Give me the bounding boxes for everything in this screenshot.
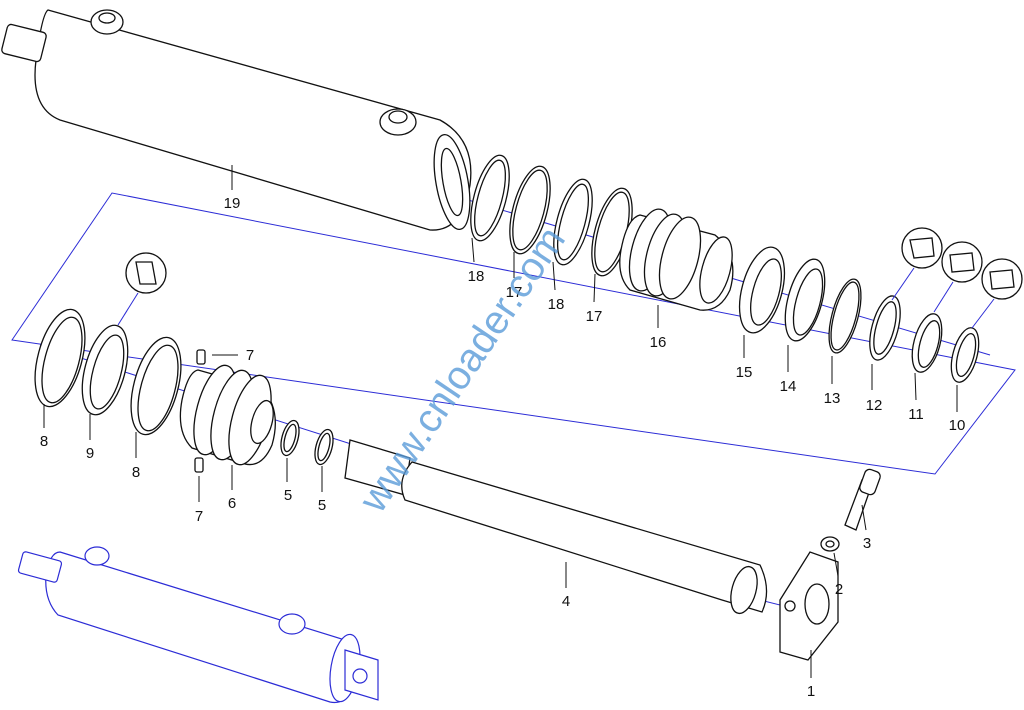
gland-head [619,208,734,311]
callout-19: 19 [224,195,241,212]
callout-1: 1 [807,683,815,700]
callout-17b: 17 [586,308,603,325]
cylinder-barrel [1,9,472,231]
callout-2: 2 [835,581,843,598]
rod-seal-set [738,246,980,383]
callout-13: 13 [824,390,841,407]
callout-8b: 8 [132,464,140,481]
o-rings [280,419,334,466]
callout-10: 10 [949,417,966,434]
piston-rod [344,439,768,615]
callout-18a: 18 [468,268,485,285]
rod-end-block [779,551,839,661]
leader-lines [43,165,958,678]
callout-7b: 7 [195,508,203,525]
callout-15: 15 [736,364,753,381]
callout-8a: 8 [40,433,48,450]
assembly-frame [11,192,1016,475]
callout-14: 14 [780,378,797,395]
callout-labels: 19 18 17 18 17 16 15 14 13 12 11 10 8 9 … [40,195,966,700]
callout-3: 3 [863,535,871,552]
upper-seal-rings [470,154,633,277]
callout-4: 4 [562,593,570,610]
callout-6: 6 [228,495,236,512]
callout-11: 11 [908,406,924,423]
piston [179,349,276,473]
callout-12: 12 [866,397,883,414]
callout-16: 16 [650,334,667,351]
callout-18b: 18 [548,296,565,313]
piston-seal-set [34,308,182,436]
callout-5a: 5 [284,487,292,504]
watermark-text: www.cnloader.com [350,219,574,521]
callout-9: 9 [86,445,94,462]
callout-17a: 17 [506,284,523,301]
callout-7a: 7 [246,347,254,364]
assembled-cylinder-thumbnail [17,546,379,704]
washer [820,536,840,552]
callout-5b: 5 [318,497,326,514]
bolt [844,468,881,531]
seal-profile-details [117,227,1023,329]
